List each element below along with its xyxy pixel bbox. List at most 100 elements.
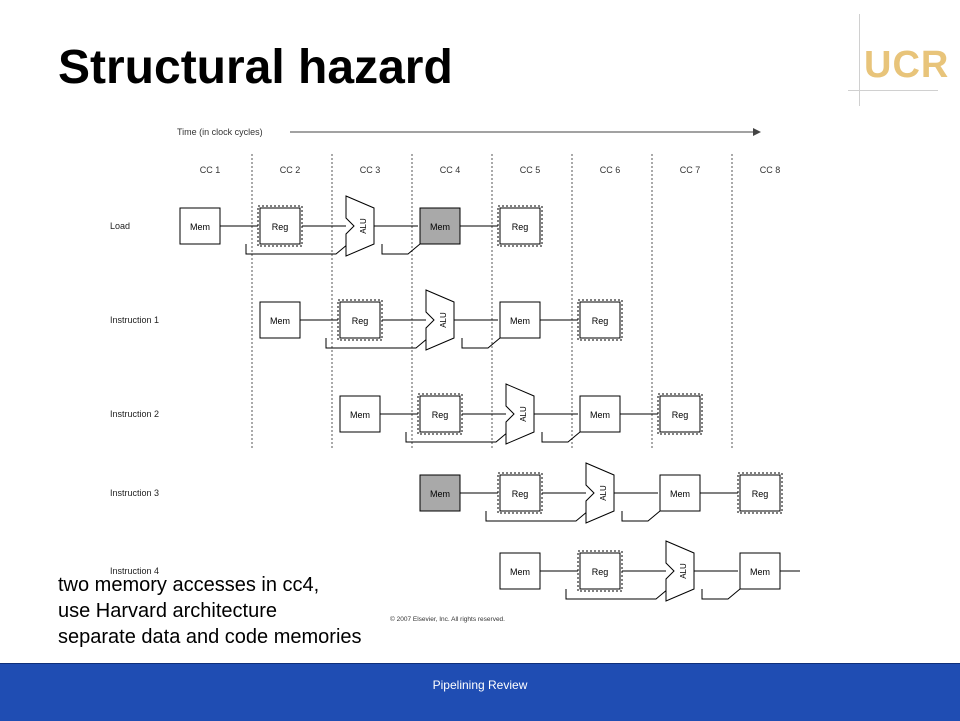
copyright-text: © 2007 Elsevier, Inc. All rights reserve… <box>390 615 505 623</box>
stage-label: Mem <box>430 222 450 232</box>
stage-label: Mem <box>510 567 530 577</box>
stage-label: Reg <box>592 316 609 326</box>
stage-label: Mem <box>190 222 210 232</box>
mem-stage-if: Mem <box>179 207 221 245</box>
alu-label: ALU <box>599 485 608 501</box>
cc-label: CC 3 <box>360 165 381 175</box>
stage-box <box>579 395 621 433</box>
stage-box <box>739 474 781 512</box>
stage-label: Mem <box>750 567 770 577</box>
stage-box <box>419 474 461 512</box>
reg-stage-id: Reg <box>337 299 383 341</box>
pipeline-feedback-path <box>565 588 669 600</box>
stage-label: Reg <box>272 222 289 232</box>
stage-box <box>339 301 381 339</box>
stage-label: Reg <box>512 222 529 232</box>
ucr-logo: UCR <box>842 14 948 106</box>
stage-box <box>659 474 701 512</box>
stage-label: Reg <box>672 410 689 420</box>
reg-stage-id: Reg <box>577 550 623 592</box>
stage-box-outline <box>577 299 623 341</box>
cc-label: CC 1 <box>200 165 221 175</box>
stage-box-outline <box>657 393 703 435</box>
footer-text: Pipelining Review <box>432 678 528 692</box>
alu-stage-ex: ALU <box>505 383 535 445</box>
alu-shape <box>425 289 455 351</box>
stage-label: Reg <box>752 489 769 499</box>
alu-shape <box>665 540 695 602</box>
pipeline-row: Instruction 3 <box>110 488 738 522</box>
stage-box <box>339 395 381 433</box>
stage-label: Reg <box>592 567 609 577</box>
stage-box <box>499 552 541 590</box>
mem-stage-if: Mem <box>259 301 301 339</box>
pipeline-feedback-path <box>381 243 421 255</box>
alu-label: ALU <box>359 218 368 234</box>
notes-text: two memory accesses in cc4, use Harvard … <box>58 572 458 650</box>
cc-label: CC 2 <box>280 165 301 175</box>
alu-label: ALU <box>439 312 448 328</box>
row-label: Instruction 4 <box>110 566 159 576</box>
mem-stage-mem: Mem <box>419 207 461 245</box>
pipeline-row: Instruction 4 <box>110 566 800 600</box>
stage-label: Mem <box>590 410 610 420</box>
stage-label: Mem <box>670 489 690 499</box>
stage-label: Mem <box>270 316 290 326</box>
cc-label: CC 8 <box>760 165 781 175</box>
stage-label: Reg <box>352 316 369 326</box>
logo-vertical-line <box>859 14 860 106</box>
pipeline-row: Instruction 1 <box>110 315 578 349</box>
mem-stage-if: Mem <box>419 474 461 512</box>
stage-box-outline <box>417 393 463 435</box>
stage-box-outline <box>737 472 783 514</box>
alu-shape <box>585 462 615 524</box>
mem-stage-if: Mem <box>499 552 541 590</box>
cc-label: CC 7 <box>680 165 701 175</box>
slide-title: Structural hazard <box>58 41 453 94</box>
stage-box <box>419 395 461 433</box>
mem-stage-mem: Mem <box>579 395 621 433</box>
alu-label: ALU <box>679 563 688 579</box>
stage-box <box>579 552 621 590</box>
alu-stage-ex: ALU <box>345 195 375 257</box>
pipeline-feedback-path <box>245 243 349 255</box>
reg-stage-wb: Reg <box>737 472 783 514</box>
row-label: Load <box>110 221 130 231</box>
reg-stage-id: Reg <box>417 393 463 435</box>
mem-stage-mem: Mem <box>739 552 781 590</box>
pipeline-feedback-path <box>405 431 509 443</box>
mem-stage-mem: Mem <box>659 474 701 512</box>
pipeline-feedback-path <box>325 337 429 349</box>
alu-stage-ex: ALU <box>585 462 615 524</box>
stage-box <box>419 207 461 245</box>
row-label: Instruction 3 <box>110 488 159 498</box>
stage-box <box>499 474 541 512</box>
stage-box-outline <box>577 550 623 592</box>
mem-stage-if: Mem <box>339 395 381 433</box>
pipeline-row: Load <box>110 221 498 255</box>
pipeline-feedback-path <box>701 588 741 600</box>
logo-text: UCR <box>864 44 950 86</box>
stage-label: Reg <box>512 489 529 499</box>
alu-label: ALU <box>519 406 528 422</box>
stage-box <box>259 207 301 245</box>
stage-label: Mem <box>430 489 450 499</box>
pipeline-feedback-path <box>485 510 589 522</box>
stage-label: Reg <box>432 410 449 420</box>
logo-horizontal-line <box>848 90 938 91</box>
note-line-1: two memory accesses in cc4, <box>58 574 320 596</box>
cc-label: CC 6 <box>600 165 621 175</box>
pipeline-row: Instruction 2 <box>110 409 658 443</box>
stage-box <box>499 207 541 245</box>
stage-box-outline <box>497 205 543 247</box>
stage-box-outline <box>257 205 303 247</box>
stage-box <box>179 207 221 245</box>
stage-label: Mem <box>350 410 370 420</box>
note-line-3: separate data and code memories <box>58 626 362 648</box>
reg-stage-wb: Reg <box>497 205 543 247</box>
stage-box-outline <box>337 299 383 341</box>
alu-shape <box>505 383 535 445</box>
alu-stage-ex: ALU <box>425 289 455 351</box>
time-axis-label: Time (in clock cycles) <box>177 127 263 137</box>
